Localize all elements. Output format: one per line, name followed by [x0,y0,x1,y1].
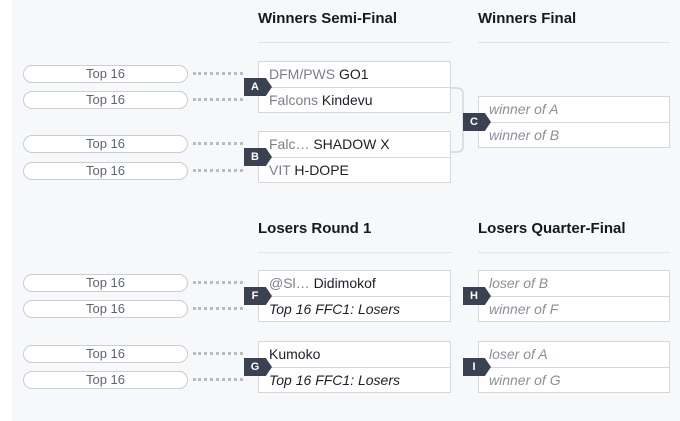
match-badge-g: G [244,358,272,376]
team-prefix: Falcons [269,92,319,108]
slot-connector [193,352,243,355]
match-c[interactable]: winner of A winner of B [478,96,670,148]
slot-connector [193,169,243,172]
team-prefix: VIT [269,162,291,178]
header-losers-quarter-final: Losers Quarter-Final [478,220,626,237]
match-participant[interactable]: VIT H-DOPE [259,157,450,183]
seed-slot[interactable]: Top 16 [23,345,188,363]
match-i[interactable]: loser of A winner of G [478,341,670,393]
seed-slot[interactable]: Top 16 [23,135,188,153]
match-placeholder[interactable]: loser of A [489,346,548,362]
team-name: Kumoko [269,346,321,362]
match-a[interactable]: DFM/PWS GO1 Falcons Kindevu [258,61,451,113]
match-g[interactable]: Kumoko Top 16 FFC1: Losers [258,341,451,393]
match-placeholder[interactable]: winner of A [489,101,559,117]
seed-slot[interactable]: Top 16 [23,162,188,180]
team-name: SHADOW X [313,136,390,152]
match-participant[interactable]: Falc… SHADOW X [259,132,450,157]
header-losers-round-1: Losers Round 1 [258,220,372,237]
divider [258,252,451,253]
match-badge-h: H [463,287,491,305]
team-name: Didimokof [313,275,376,291]
match-participant[interactable]: DFM/PWS GO1 [259,62,450,87]
match-placeholder[interactable]: Top 16 FFC1: Losers [259,367,450,393]
slot-connector [193,142,243,145]
team-prefix: Falc… [269,136,310,152]
match-placeholder[interactable]: Top 16 FFC1: Losers [259,296,450,322]
slot-connector [193,281,243,284]
slot-connector [193,98,243,101]
slot-connector [193,307,243,310]
match-participant[interactable]: @Sl… Didimokof [259,271,450,296]
team-name: GO1 [339,66,369,82]
team-name: H-DOPE [294,162,349,178]
seed-slot[interactable]: Top 16 [23,91,188,109]
seed-slot[interactable]: Top 16 [23,300,188,318]
divider [258,42,451,43]
match-participant[interactable]: Kumoko [259,342,450,367]
match-placeholder[interactable]: winner of F [479,296,669,322]
team-prefix: @Sl… [269,275,310,291]
seed-slot[interactable]: Top 16 [23,274,188,292]
slot-connector [193,378,243,381]
match-b[interactable]: Falc… SHADOW X VIT H-DOPE [258,131,451,183]
match-f[interactable]: @Sl… Didimokof Top 16 FFC1: Losers [258,270,451,322]
panel-gap [0,315,12,421]
match-badge-c: C [463,113,491,131]
match-placeholder[interactable]: winner of B [479,122,669,148]
team-prefix: DFM/PWS [269,66,336,82]
seed-slot[interactable]: Top 16 [23,371,188,389]
header-winners-semi: Winners Semi-Final [258,10,398,27]
match-placeholder[interactable]: loser of B [489,275,549,291]
match-placeholder[interactable]: winner of G [479,367,669,393]
header-winners-final: Winners Final [478,10,577,27]
seed-slot[interactable]: Top 16 [23,65,188,83]
match-badge-f: F [244,287,272,305]
match-h[interactable]: loser of B winner of F [478,270,670,322]
match-badge-a: A [244,78,272,96]
match-participant[interactable]: Falcons Kindevu [259,87,450,113]
match-badge-b: B [244,148,272,166]
team-name: Kindevu [321,92,373,108]
divider [478,42,670,43]
match-badge-i: I [463,358,491,376]
slot-connector [193,72,243,75]
divider [478,252,670,253]
